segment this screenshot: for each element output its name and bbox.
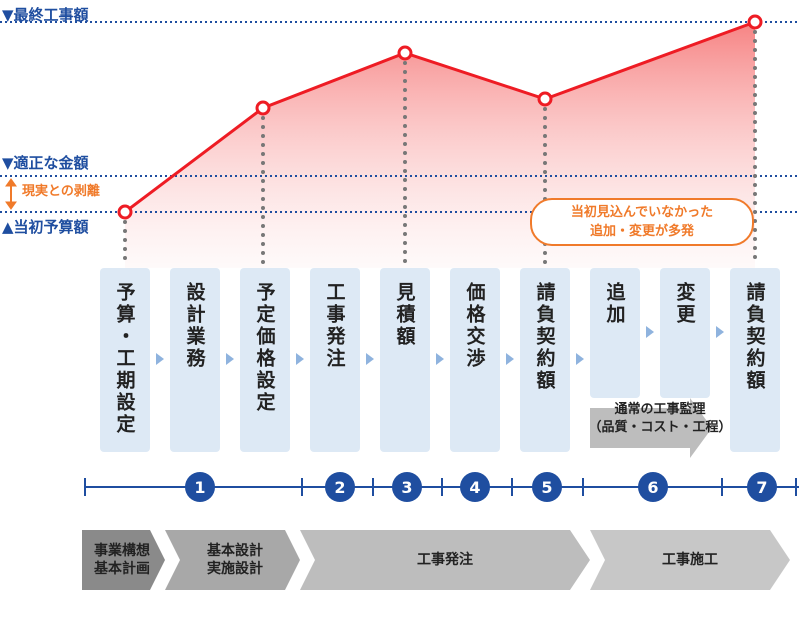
timeline-tick: [511, 478, 513, 496]
stage-number: 7: [747, 472, 777, 502]
stage-number: 3: [392, 472, 422, 502]
timeline-tick: [795, 478, 797, 496]
arrow-icon: [506, 353, 514, 365]
stage-number: 1: [185, 472, 215, 502]
step-box: 予定価格設定: [240, 268, 290, 452]
phase-construction: 工事施工: [662, 552, 718, 568]
step-box: 予算・工期設定: [100, 268, 150, 452]
monitor-arrow: [590, 398, 712, 458]
gap-arrow-icon: [5, 178, 17, 210]
additions-callout: 当初見込んでいなかった追加・変更が多発: [530, 198, 754, 246]
stage-number: 5: [532, 472, 562, 502]
drop-lines: [123, 30, 757, 268]
phase-design: 基本設計実施設計: [207, 543, 263, 577]
arrow-icon: [156, 353, 164, 365]
timeline-tick: [441, 478, 443, 496]
point-1: [117, 204, 133, 220]
arrow-icon: [716, 326, 724, 338]
arrow-icon: [436, 353, 444, 365]
phase-planning: 事業構想基本計画: [94, 543, 150, 577]
timeline-tick: [582, 478, 584, 496]
point-5: [747, 14, 763, 30]
timeline-tick: [372, 478, 374, 496]
timeline-tick: [721, 478, 723, 496]
point-4: [537, 91, 553, 107]
stage-number: 4: [460, 472, 490, 502]
point-2: [255, 100, 271, 116]
arrow-icon: [576, 353, 584, 365]
step-box: 変更: [660, 268, 710, 398]
step-box: 追加: [590, 268, 640, 398]
arrow-icon: [366, 353, 374, 365]
timeline-tick: [301, 478, 303, 496]
final-amount-label: ▼最終工事額: [2, 6, 89, 24]
arrow-icon: [646, 326, 654, 338]
arrow-icon: [226, 353, 234, 365]
phase-ordering: 工事発注: [417, 552, 473, 568]
stage-number: 2: [325, 472, 355, 502]
initial-budget-label: ▲当初予算額: [2, 218, 89, 236]
timeline-tick: [84, 478, 86, 496]
arrow-icon: [296, 353, 304, 365]
gap-label: 現実との剥離: [22, 184, 100, 199]
step-box: 価格交渉: [450, 268, 500, 452]
point-3: [397, 45, 413, 61]
step-box: 請負契約額: [730, 268, 780, 452]
step-box: 請負契約額: [520, 268, 570, 452]
phase-chevrons: [82, 530, 790, 590]
monitoring-label: 通常の工事監理（品質・コスト・工程）: [588, 402, 732, 435]
step-box: 設計業務: [170, 268, 220, 452]
stage-number: 6: [638, 472, 668, 502]
step-box: 見積額: [380, 268, 430, 452]
step-box: 工事発注: [310, 268, 360, 452]
proper-amount-label: ▼適正な金額: [2, 154, 89, 172]
